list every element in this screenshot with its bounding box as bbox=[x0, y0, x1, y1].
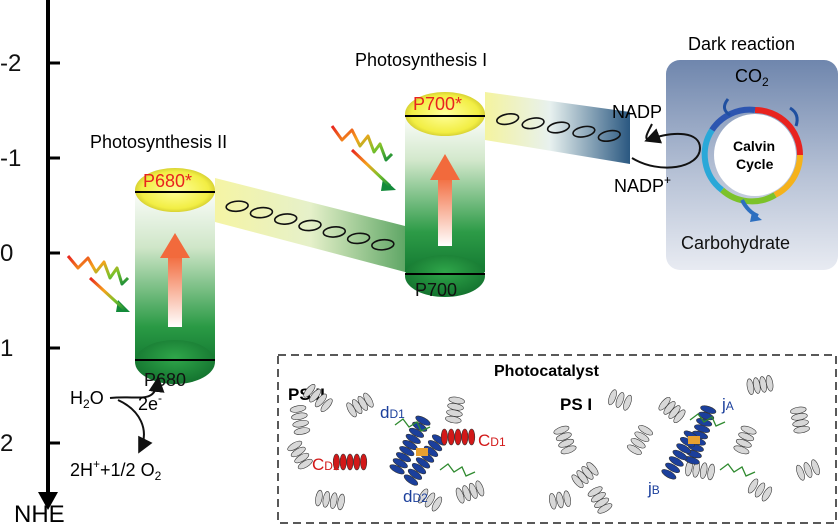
cd2-helix bbox=[332, 453, 368, 471]
ja-label: jA bbox=[721, 395, 734, 414]
ps2-title: Photosynthesis II bbox=[90, 132, 227, 152]
co2-label: CO2 bbox=[735, 66, 769, 89]
electron-link bbox=[225, 200, 249, 213]
electron-link bbox=[496, 112, 520, 126]
cd1-label: CD1 bbox=[478, 431, 506, 450]
electron-link bbox=[346, 232, 371, 245]
reaction-center bbox=[688, 436, 700, 444]
water-products: 2H++1/2 O2 bbox=[70, 457, 162, 483]
cofactor-mark bbox=[394, 418, 431, 432]
grey-helix bbox=[553, 425, 577, 455]
energy-axis: -2 -1 0 1 2 NHE bbox=[0, 0, 65, 526]
reaction-center bbox=[416, 448, 428, 456]
ps2-excitation-arrow bbox=[168, 255, 182, 327]
electron-link bbox=[546, 121, 571, 134]
electron-link bbox=[371, 238, 395, 251]
ps1-bottom-cap bbox=[405, 255, 485, 297]
electron-link bbox=[322, 226, 347, 238]
ps2-top-cap bbox=[135, 168, 215, 212]
d1-label: dD1 bbox=[380, 403, 405, 422]
d2-label: dD2 bbox=[403, 487, 428, 506]
cofactor-mark bbox=[719, 463, 756, 477]
grey-helix bbox=[445, 396, 465, 424]
electron-link bbox=[249, 206, 274, 219]
nadp-label: NADP bbox=[612, 102, 662, 122]
axis-tick-label: 1 bbox=[0, 335, 13, 362]
ps1-ground-label: P700 bbox=[415, 280, 457, 300]
grey-helix bbox=[658, 396, 686, 424]
ps2-excited-label: P680* bbox=[143, 171, 192, 191]
cycle-label: Cycle bbox=[736, 156, 774, 172]
water-reactant: H2O bbox=[70, 388, 104, 411]
grey-helix bbox=[685, 459, 715, 481]
water-oxidation: H2O 2e- 2H++1/2 O2 bbox=[70, 376, 165, 483]
nadp-plus-label: NADP+ bbox=[614, 173, 671, 196]
photocatalyst-title: Photocatalyst bbox=[494, 363, 600, 380]
photocatalyst-inset: Photocatalyst PS II PS I dD1 dD2 CD1 CD2… bbox=[277, 354, 837, 524]
ps1-inset-label: PS I bbox=[560, 395, 592, 414]
cd1-helix bbox=[440, 428, 476, 446]
grey-helix bbox=[587, 486, 613, 514]
grey-helix bbox=[571, 461, 599, 489]
electron-link bbox=[273, 213, 298, 225]
ps1-top-cap bbox=[405, 92, 485, 136]
electron-transfer-band-2 bbox=[485, 92, 630, 164]
grey-helix bbox=[608, 389, 632, 411]
grey-helix bbox=[549, 490, 571, 510]
axis-label: NHE bbox=[14, 501, 65, 526]
water-electrons: 2e- bbox=[138, 391, 162, 414]
grey-helix bbox=[746, 375, 774, 395]
ps2-ground-label: P680 bbox=[144, 370, 186, 390]
ps1-excitation-arrow bbox=[438, 176, 452, 246]
calvin-label: Calvin bbox=[733, 138, 775, 154]
cofactor-mark bbox=[439, 463, 476, 477]
cd2-label: CD2 bbox=[312, 455, 340, 474]
axis-tick-label: -1 bbox=[0, 145, 21, 172]
axis-tick-label: -2 bbox=[0, 50, 21, 77]
ps1-cylinder: Photosynthesis I P700 P700* bbox=[355, 50, 487, 300]
grey-helix bbox=[315, 489, 345, 511]
electron-link bbox=[597, 129, 621, 143]
electron-transfer-band-1 bbox=[215, 178, 405, 272]
ps2-cylinder: Photosynthesis II P680 P680* bbox=[90, 132, 227, 390]
grey-helix bbox=[796, 459, 820, 481]
electron-link bbox=[572, 125, 596, 138]
grey-helix bbox=[346, 392, 374, 418]
grey-helix bbox=[289, 405, 311, 435]
nadp-shuttle: NADP NADP+ bbox=[612, 102, 702, 196]
light-wave-icon-2 bbox=[330, 125, 396, 191]
axis-tick-label: 2 bbox=[0, 430, 13, 457]
ps1-excited-label: P700* bbox=[413, 94, 462, 114]
light-wave-icon bbox=[66, 255, 130, 312]
d1-helix bbox=[389, 415, 431, 475]
jb-label: jB bbox=[647, 479, 660, 498]
dark-reaction-title: Dark reaction bbox=[688, 34, 795, 54]
electron-link bbox=[298, 219, 322, 232]
grey-helix bbox=[417, 488, 443, 512]
jb-helix bbox=[661, 430, 699, 480]
carbohydrate-label: Carbohydrate bbox=[681, 233, 790, 253]
grey-helix bbox=[303, 384, 333, 412]
grey-helix bbox=[733, 425, 757, 455]
calvin-cycle-ring bbox=[701, 98, 803, 222]
ps2-bottom-cap bbox=[135, 340, 215, 384]
grey-helix bbox=[287, 440, 313, 470]
cofactor-mark bbox=[689, 413, 726, 427]
dark-reaction-panel: Dark reaction CO2 Calvin Cycle Carbohydr… bbox=[666, 34, 838, 270]
grey-helix bbox=[747, 478, 773, 502]
grey-helix bbox=[790, 406, 810, 434]
grey-helix bbox=[455, 480, 485, 504]
axis-tick-label: 0 bbox=[0, 240, 13, 267]
electron-link bbox=[521, 117, 545, 130]
grey-helix bbox=[626, 425, 654, 455]
ps1-title: Photosynthesis I bbox=[355, 50, 487, 70]
